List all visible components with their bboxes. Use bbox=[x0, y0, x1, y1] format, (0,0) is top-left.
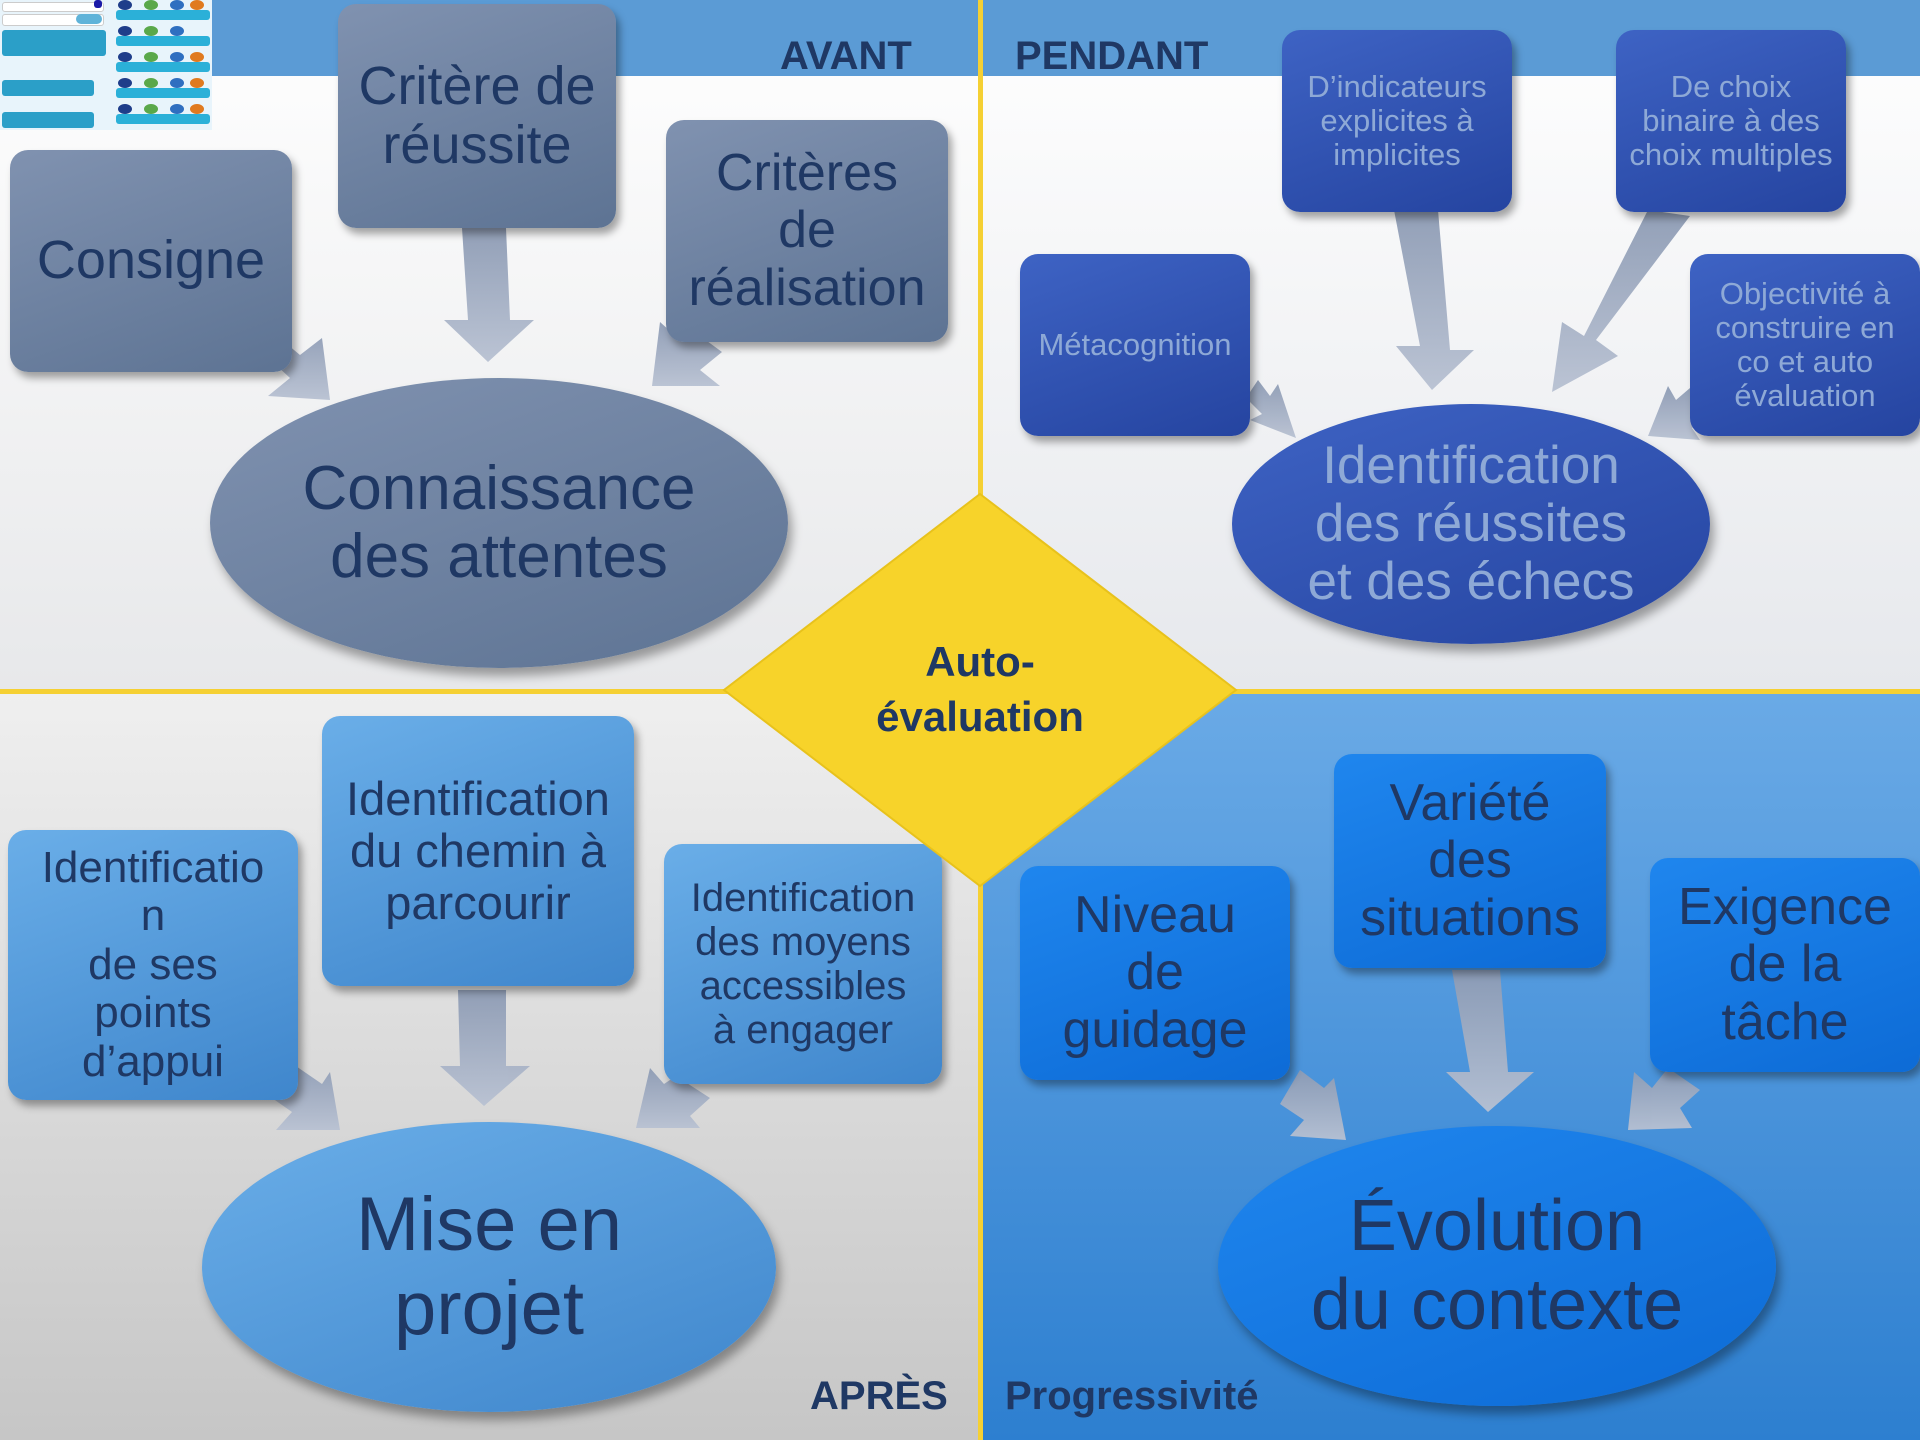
header-progressivite: Progressivité bbox=[1005, 1374, 1259, 1418]
ellipse-mise-en-projet: Mise en projet bbox=[202, 1122, 776, 1412]
box-consigne: Consigne bbox=[10, 150, 292, 372]
ellipse-identification-reussites: Identification des réussites et des éche… bbox=[1232, 404, 1710, 644]
header-pendant: PENDANT bbox=[1015, 34, 1209, 78]
box-critere-reussite: Critère de réussite bbox=[338, 4, 616, 228]
box-objectivite: Objectivité à construire en co et auto é… bbox=[1690, 254, 1920, 436]
box-niveau-guidage: Niveau de guidage bbox=[1020, 866, 1290, 1080]
box-metacognition: Métacognition bbox=[1020, 254, 1250, 436]
ellipse-connaissance-attentes: Connaissance des attentes bbox=[210, 378, 788, 668]
center-diamond bbox=[722, 492, 1238, 888]
center-label: Auto- évaluation bbox=[876, 638, 1084, 740]
box-indicateurs: D’indicateurs explicites à implicites bbox=[1282, 30, 1512, 212]
box-exigence-tache: Exigence de la tâche bbox=[1650, 858, 1920, 1072]
box-choix-binaire: De choix binaire à des choix multiples bbox=[1616, 30, 1846, 212]
box-moyens: Identification des moyens accessibles à … bbox=[664, 844, 942, 1084]
box-chemin: Identification du chemin à parcourir bbox=[322, 716, 634, 986]
box-variete-situations: Variété des situations bbox=[1334, 754, 1606, 968]
ellipse-evolution-contexte: Évolution du contexte bbox=[1218, 1126, 1776, 1406]
box-criteres-realisation: Critères de réalisation bbox=[666, 120, 948, 342]
box-points-appui: Identificatio n de ses points d’appui bbox=[8, 830, 298, 1100]
header-apres: APRÈS bbox=[810, 1374, 948, 1418]
header-avant: AVANT bbox=[780, 34, 912, 78]
thumbnail-image bbox=[0, 0, 212, 130]
